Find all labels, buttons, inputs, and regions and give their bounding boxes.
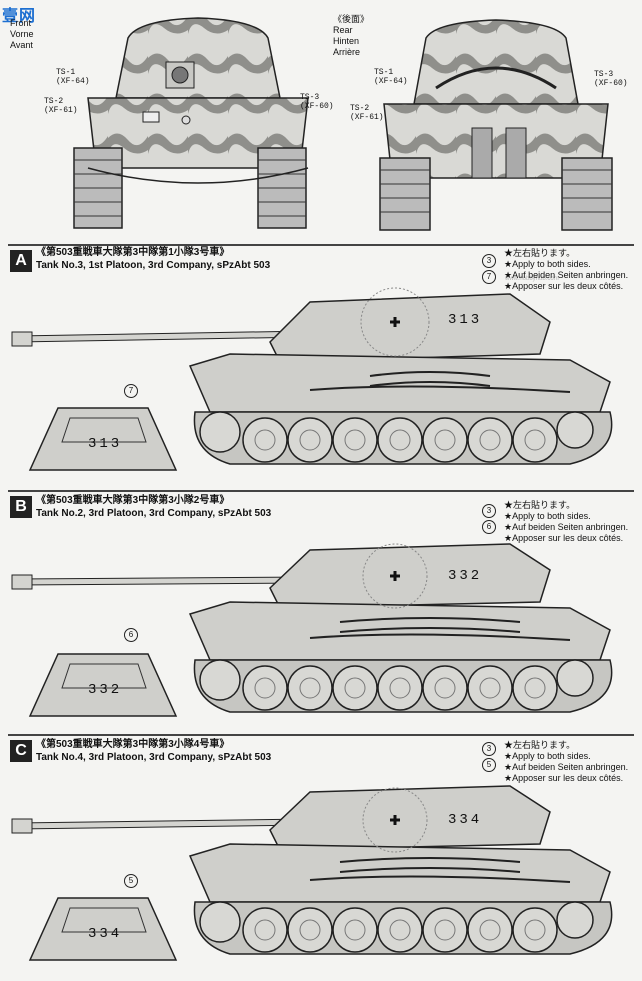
section-a-detail <box>28 407 178 471</box>
section-b-decal-a: 3 <box>482 504 496 518</box>
section-a-decal-b: 7 <box>482 270 496 284</box>
watermark-site: www.hobbyhub.com <box>505 276 559 282</box>
front-callout-ts1: TS-1(XF-64) <box>56 68 90 86</box>
section-b-tank-number: 332 <box>448 568 483 584</box>
section-a-letter: A <box>10 250 32 272</box>
watermark-logo-text: 壹网 <box>2 8 37 25</box>
section-a-caption-en: Tank No.3, 1st Platoon, 3rd Company, sPz… <box>36 260 271 271</box>
section-c-tank-number: 334 <box>448 812 483 828</box>
section-a-decal-a: 3 <box>482 254 496 268</box>
rear-label-jp: 《後面》 <box>333 14 370 24</box>
front-callout-ts3: TS-3(XF-60) <box>300 93 334 111</box>
section-c-caption-en: Tank No.4, 3rd Platoon, 3rd Company, sPz… <box>36 752 272 763</box>
section-a-rule <box>8 244 634 246</box>
section-b-detail-decal: 6 <box>124 628 138 642</box>
section-b-rule <box>8 490 634 492</box>
section-c-tank <box>11 785 613 955</box>
section-c-detail-decal: 5 <box>124 874 138 888</box>
section-a-tank-number: 313 <box>448 312 483 328</box>
section-c-decal-b: 5 <box>482 758 496 772</box>
rear-label-de: Hinten <box>333 36 360 46</box>
section-c-caption-jp: 《第503重戦車大隊第3中隊第3小隊4号車》 <box>36 739 230 750</box>
rear-view-tank <box>379 19 613 231</box>
section-b-decal-b: 6 <box>482 520 496 534</box>
section-c-caption: 《第503重戦車大隊第3中隊第3小隊4号車》 Tank No.4, 3rd Pl… <box>36 738 271 764</box>
rear-callout-ts1: TS-1(XF-64) <box>374 68 408 86</box>
rear-callout-ts2: TS-2(XF-61) <box>350 104 384 122</box>
front-callout-ts2: TS-2(XF-61) <box>44 97 78 115</box>
rear-label-en: Rear <box>333 25 353 35</box>
section-b-caption: 《第503重戦車大隊第3中隊第3小隊2号車》 Tank No.2, 3rd Pl… <box>36 494 271 520</box>
section-c-rule <box>8 734 634 736</box>
section-b-letter: B <box>10 496 32 518</box>
section-b-caption-jp: 《第503重戦車大隊第3中隊第3小隊2号車》 <box>36 495 230 506</box>
section-c-detail-number: 334 <box>88 926 123 942</box>
rear-callout-ts3: TS-3(XF-60) <box>594 70 628 88</box>
section-a-notes: ★左右貼ります。★Apply to both sides. ★Auf beide… <box>504 248 629 291</box>
rear-view-label: 《後面》 Rear Hinten Arrière <box>333 14 369 58</box>
rear-label-fr: Arrière <box>333 47 361 57</box>
section-a-detail-number: 313 <box>88 436 123 452</box>
section-c-notes: ★左右貼ります。★Apply to both sides. ★Auf beide… <box>504 740 629 783</box>
section-a-caption: 《第503重戦車大隊第3中隊第1小隊3号車》 Tank No.3, 1st Pl… <box>36 246 270 272</box>
section-b-caption-en: Tank No.2, 3rd Platoon, 3rd Company, sPz… <box>36 508 272 519</box>
watermark-logo: 壹网 <box>2 2 68 25</box>
section-c-detail <box>28 897 178 961</box>
section-c-decal-a: 3 <box>482 742 496 756</box>
section-b-tank <box>11 543 613 713</box>
front-label-de: Vorne <box>10 29 34 39</box>
section-c-letter: C <box>10 740 32 762</box>
section-b-detail-number: 332 <box>88 682 123 698</box>
front-view-label: Front Vorne Avant <box>10 18 34 51</box>
front-label-fr: Avant <box>10 40 33 50</box>
section-a-detail-decal: 7 <box>124 384 138 398</box>
front-label-jp: Front <box>10 18 32 28</box>
section-a-caption-jp: 《第503重戦車大隊第3中隊第1小隊3号車》 <box>36 247 230 258</box>
section-b-notes: ★左右貼ります。★Apply to both sides. ★Auf beide… <box>504 500 629 543</box>
section-b-detail <box>28 653 178 717</box>
front-view-tank <box>73 17 309 229</box>
section-a-tank <box>11 287 613 465</box>
